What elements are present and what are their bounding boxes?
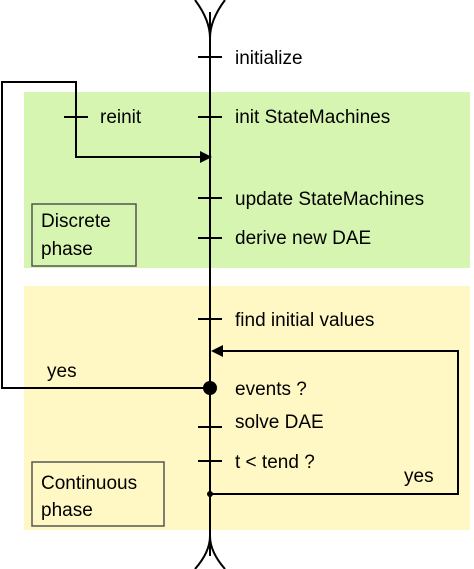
step-solve-dae: solve DAE: [235, 412, 324, 433]
continuous-phase-region: [24, 286, 470, 530]
bottom-chevron: [194, 535, 226, 569]
events-feedback-line: [1, 81, 210, 389]
reinit-arrowhead: [200, 151, 212, 163]
discrete-phase-label-2: phase: [41, 239, 93, 260]
step-update-state-machines: update StateMachines: [235, 189, 424, 210]
continuous-phase-label-2: phase: [41, 500, 93, 521]
discrete-phase-box: [31, 203, 137, 267]
top-chevron: [194, 0, 226, 39]
label-reinit: reinit: [100, 107, 142, 128]
time-loop-arrowhead: [211, 345, 223, 357]
step-events: events ?: [235, 379, 307, 400]
continuous-phase-label-1: Continuous: [41, 473, 137, 494]
step-initialize: initialize: [235, 48, 303, 69]
continuous-phase-box: [31, 461, 165, 527]
time-loop-line: [210, 350, 459, 495]
step-derive-new-dae: derive new DAE: [235, 228, 371, 249]
label-yes-loop: yes: [404, 466, 434, 487]
discrete-phase-region: [24, 92, 470, 268]
step-find-initial-values: find initial values: [235, 310, 374, 331]
step-t-less-tend: t < tend ?: [235, 452, 315, 473]
step-init-state-machines: init StateMachines: [235, 107, 390, 128]
discrete-phase-label-1: Discrete: [41, 211, 111, 232]
label-yes-events: yes: [47, 361, 77, 382]
